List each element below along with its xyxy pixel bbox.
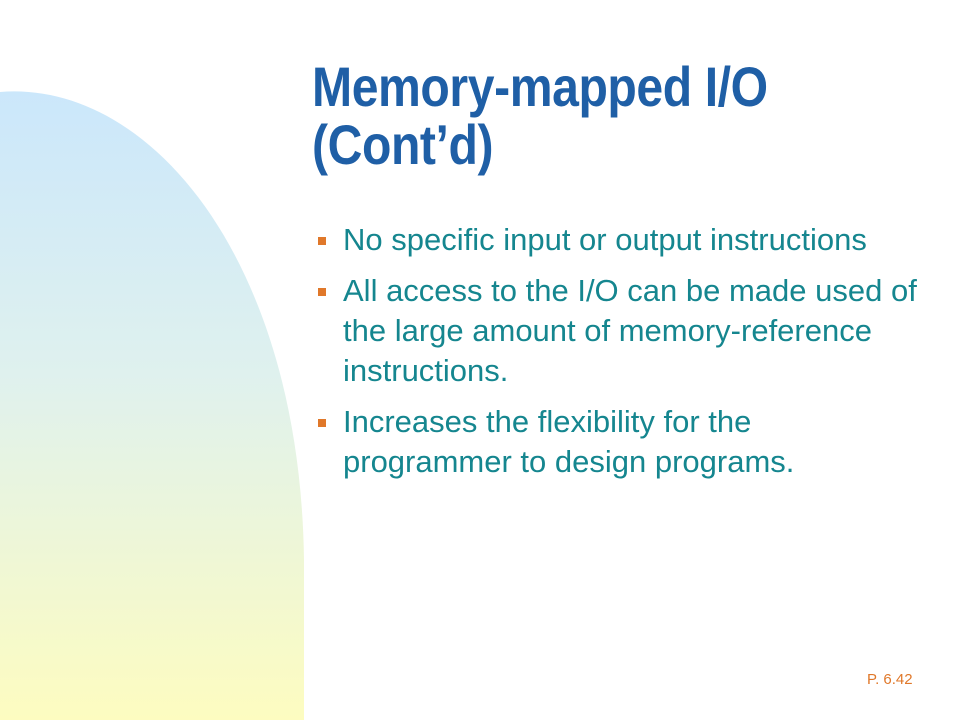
bullet-text: Increases the flexibility for the progra… <box>343 404 795 479</box>
bullet-text: All access to the I/O can be made used o… <box>343 273 917 388</box>
bullet-list: No specific input or output instructions… <box>318 220 918 493</box>
slide-title-line-2: (Cont’d) <box>312 113 494 176</box>
bullet-item: All access to the I/O can be made used o… <box>318 271 918 391</box>
square-bullet-icon <box>318 419 326 427</box>
square-bullet-icon <box>318 288 326 296</box>
bullet-item: Increases the flexibility for the progra… <box>318 402 918 482</box>
bullet-item: No specific input or output instructions <box>318 220 918 260</box>
page-number: P. 6.42 <box>867 671 913 688</box>
slide-title: Memory-mapped I/O (Cont’d) <box>312 58 828 174</box>
bullet-text: No specific input or output instructions <box>343 222 867 257</box>
slide-title-line-1: Memory-mapped I/O <box>312 55 768 118</box>
square-bullet-icon <box>318 237 326 245</box>
